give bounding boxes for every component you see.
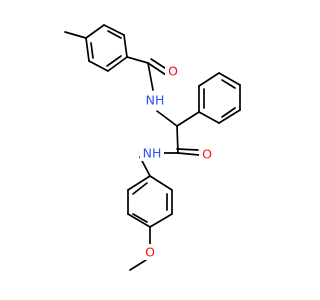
nitrogen-atom: NH [140,145,164,161]
atom-label-nh: NH [146,93,165,108]
bond [126,56,149,64]
oxygen-atom: O [142,244,158,260]
label-backdrop [142,244,158,260]
bond [177,152,200,156]
oxygen-atom: O [165,63,181,79]
bond [90,42,94,59]
bond [149,175,173,191]
bond [156,110,178,127]
label-backdrop [140,145,164,161]
bond [123,34,128,58]
bond [176,148,199,151]
bond [85,24,105,39]
bond [149,213,173,228]
nitrogen-atom: NH [143,92,167,108]
bond [106,55,122,67]
atom-label-nh: NH [143,146,162,161]
atom-label-o: O [168,64,178,79]
atom-label-o: O [202,147,212,162]
chemical-structure-diagram: O NH NH O O [64,24,241,271]
bond [103,24,125,36]
bond-lines [64,24,241,271]
bond [198,72,220,87]
bond [147,62,167,76]
bond [176,111,200,127]
bond [127,175,151,191]
bond [107,56,128,72]
bond [88,60,109,72]
bond [85,37,90,62]
atom-labels: O NH NH O O [140,63,215,260]
label-backdrop [143,92,167,108]
bond [132,213,148,223]
bond [218,72,241,86]
bond [147,62,154,91]
bond [127,213,151,228]
label-backdrop [199,146,215,162]
bond [129,259,147,271]
atom-label-o: O [145,245,155,260]
bond [107,30,122,39]
bond [221,107,236,118]
bond [198,111,220,124]
label-backdrop [165,63,181,79]
bond [132,182,148,195]
bond [218,109,241,124]
bond [64,31,87,39]
oxygen-atom: O [199,146,215,162]
bond [221,79,236,89]
